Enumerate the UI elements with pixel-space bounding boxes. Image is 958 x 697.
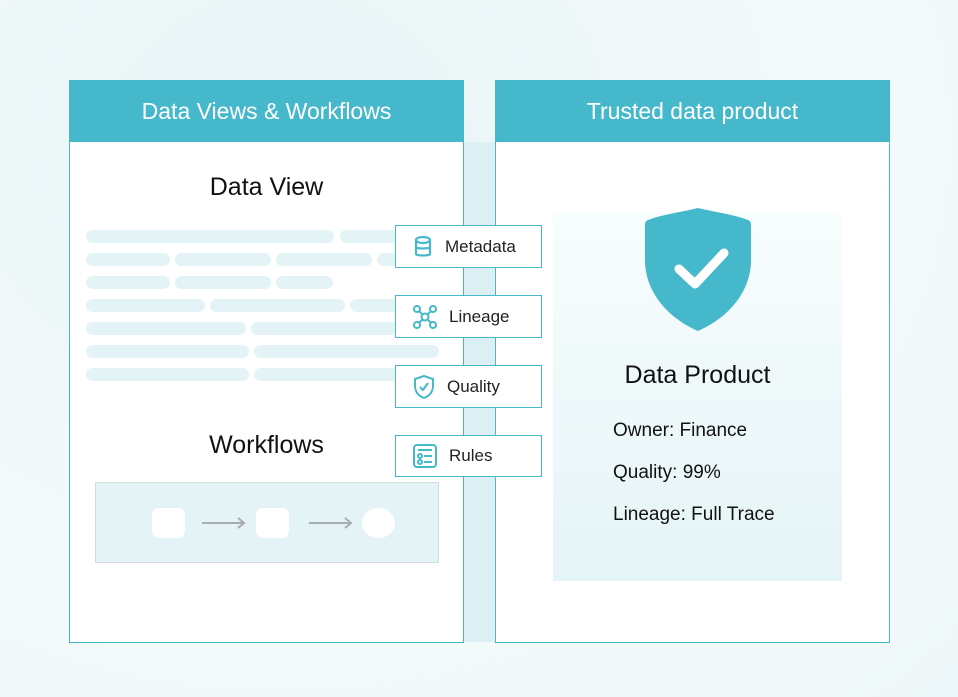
skeleton-line <box>254 345 439 358</box>
data-views-panel: Data Views & Workflows Data View Workflo… <box>69 80 464 643</box>
connector-label: Lineage <box>449 306 510 326</box>
connector-label: Metadata <box>445 236 516 256</box>
quality-field: Quality: 99% <box>613 462 721 483</box>
skeleton-line <box>86 299 205 312</box>
connector-metadata: Metadata <box>395 225 542 268</box>
data-view-title: Data View <box>209 173 324 201</box>
skeleton-line <box>86 368 249 381</box>
connector-label: Rules <box>449 446 493 465</box>
skeleton-line <box>251 322 401 335</box>
skeleton-line <box>210 299 345 312</box>
panel-header: Trusted data product <box>495 80 890 142</box>
database-icon <box>414 235 432 257</box>
lineage-field: Lineage: Full Trace <box>613 504 775 525</box>
workflow-end <box>362 508 395 538</box>
skeleton-line <box>276 253 372 266</box>
skeleton-line <box>86 230 334 243</box>
connector-lineage: Lineage <box>395 295 542 338</box>
skeleton-line <box>86 322 246 335</box>
skeleton-line <box>86 253 170 266</box>
arrow-right-icon <box>309 517 353 529</box>
checklist-icon <box>413 444 437 468</box>
workflow-diagram <box>95 482 439 563</box>
data-product-card: Data Product Owner: Finance Quality: 99%… <box>553 208 842 581</box>
skeleton-line <box>175 276 271 289</box>
workflow-step <box>256 508 289 538</box>
trusted-data-product-panel: Trusted data product Data Product Owner:… <box>495 80 890 643</box>
workflow-step <box>152 508 185 538</box>
skeleton-line <box>340 230 410 243</box>
connector-label: Quality <box>447 376 500 396</box>
skeleton-line <box>254 368 404 381</box>
skeleton-line <box>175 253 271 266</box>
panel-header: Data Views & Workflows <box>69 80 464 142</box>
network-icon <box>413 304 437 329</box>
skeleton-line <box>86 276 170 289</box>
connector-quality: Quality <box>395 365 542 408</box>
shield-check-icon <box>645 208 751 331</box>
shield-check-icon <box>414 374 434 399</box>
skeleton-line <box>86 345 249 358</box>
data-product-title: Data Product <box>624 361 771 389</box>
skeleton-line <box>276 276 333 289</box>
owner-field: Owner: Finance <box>613 420 748 441</box>
arrow-right-icon <box>202 517 246 529</box>
workflows-title: Workflows <box>209 431 324 459</box>
connector-rules: Rules <box>395 435 542 477</box>
